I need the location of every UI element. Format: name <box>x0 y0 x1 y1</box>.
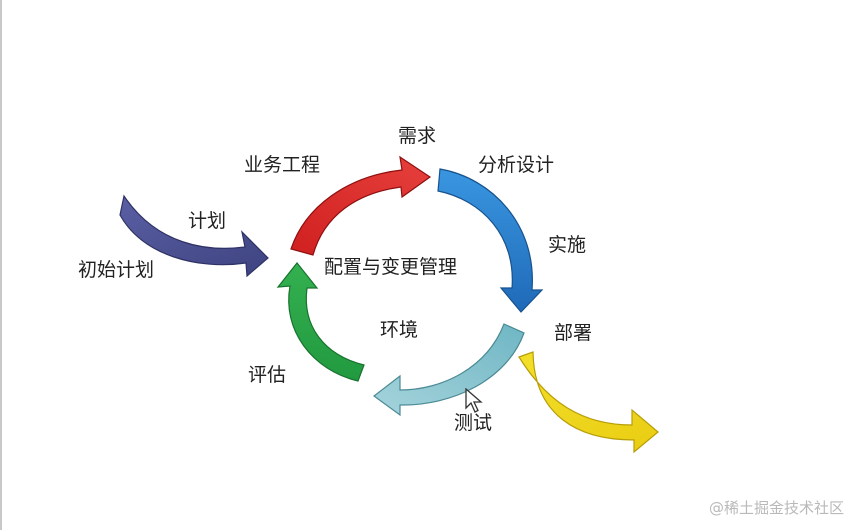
label-implementation: 实施 <box>548 234 587 256</box>
label-requirements: 需求 <box>398 125 437 147</box>
label-plan: 计划 <box>188 210 227 232</box>
label-deployment: 部署 <box>554 322 593 344</box>
plan-arrow <box>119 194 269 278</box>
deployment-arrow <box>518 351 659 454</box>
label-analysis-design: 分析设计 <box>478 154 555 176</box>
watermark: @稀土掘金技术社区 <box>708 499 844 517</box>
label-environment: 环境 <box>380 319 419 341</box>
testing-arrow <box>372 323 525 417</box>
business-engineering-arrow <box>290 155 432 256</box>
evaluation-arrow <box>276 262 365 382</box>
center-label: 配置与变更管理 <box>324 256 458 278</box>
label-business-engineering: 业务工程 <box>244 154 321 176</box>
label-testing: 测试 <box>454 412 493 434</box>
label-initial-plan: 初始计划 <box>78 259 155 281</box>
mouse-pointer-icon <box>465 388 483 413</box>
label-evaluation: 评估 <box>248 364 287 386</box>
analysis-implementation-arrow <box>437 168 544 313</box>
